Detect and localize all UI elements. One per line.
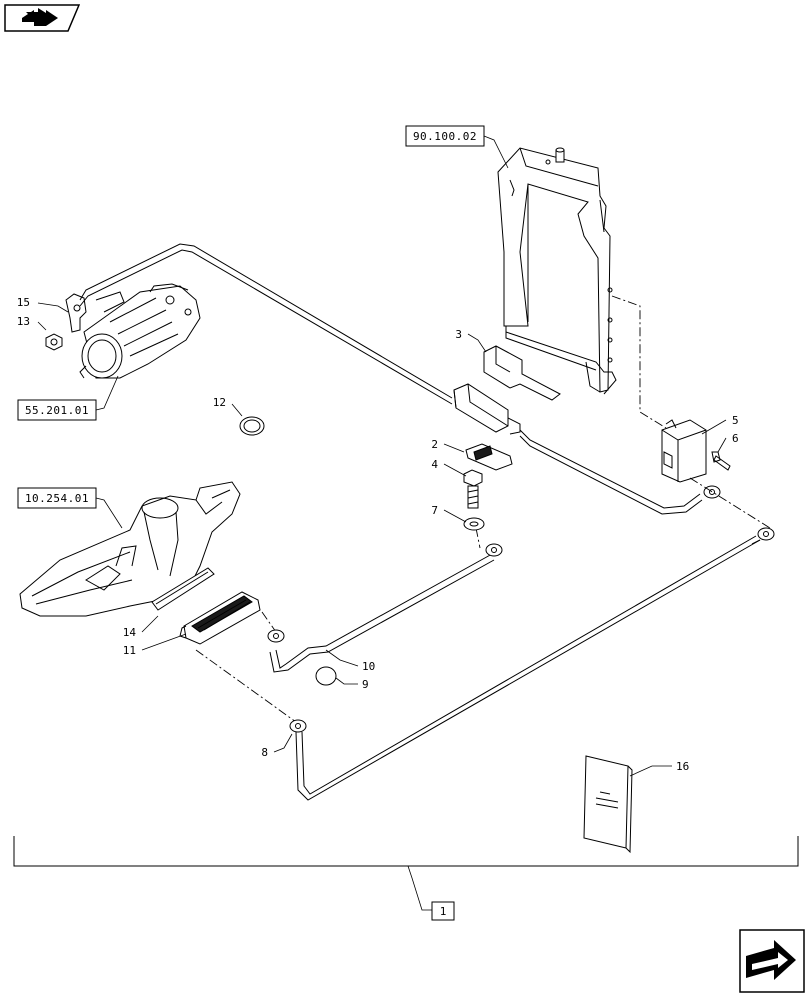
callout-15[interactable]: 15 xyxy=(17,296,30,309)
callout-9[interactable]: 9 xyxy=(362,678,369,691)
callout-7[interactable]: 7 xyxy=(431,504,438,517)
callout-12[interactable]: 12 xyxy=(213,396,226,409)
hex-bolt xyxy=(463,469,483,509)
ground-cable xyxy=(275,553,493,669)
main-positive-cable xyxy=(79,243,453,399)
washer xyxy=(463,517,485,531)
hex-nut xyxy=(45,333,63,351)
mounting-bracket xyxy=(483,345,561,401)
callout-3[interactable]: 3 xyxy=(455,328,462,341)
callout-5[interactable]: 5 xyxy=(732,414,739,427)
radiator-frame xyxy=(497,147,617,395)
callout-13[interactable]: 13 xyxy=(17,315,30,328)
fuse-relay-unit xyxy=(453,383,509,433)
callout-2[interactable]: 2 xyxy=(431,438,438,451)
callout-4[interactable]: 4 xyxy=(431,458,438,471)
callout-14[interactable]: 14 xyxy=(123,626,137,639)
cable-connector-block xyxy=(661,419,707,483)
terminal-cap xyxy=(315,666,337,686)
callout-8[interactable]: 8 xyxy=(261,746,268,759)
callout-1[interactable]: 1 xyxy=(440,905,447,918)
reference-55-201-01[interactable]: 55.201.01 xyxy=(25,404,89,417)
grid-heater xyxy=(179,591,261,645)
battery-cable xyxy=(295,539,761,801)
starter-motor xyxy=(79,283,201,379)
callout-11[interactable]: 11 xyxy=(123,644,136,657)
screw xyxy=(713,455,731,471)
heater-gasket xyxy=(151,567,215,611)
kit-group-bracket xyxy=(13,836,799,867)
reference-90-100-02[interactable]: 90.100.02 xyxy=(413,130,477,143)
callout-16[interactable]: 16 xyxy=(676,760,689,773)
reference-10-254-01[interactable]: 10.254.01 xyxy=(25,492,89,505)
relay-cable xyxy=(519,429,701,509)
instruction-booklet xyxy=(583,755,633,854)
callout-6[interactable]: 6 xyxy=(732,432,739,445)
next-page-arrow-icon[interactable] xyxy=(738,928,806,994)
cable-terminal-clamp xyxy=(65,293,87,333)
item-1-box[interactable] xyxy=(431,901,455,921)
previous-page-arrow-icon[interactable] xyxy=(4,4,80,32)
callout-10[interactable]: 10 xyxy=(362,660,375,673)
